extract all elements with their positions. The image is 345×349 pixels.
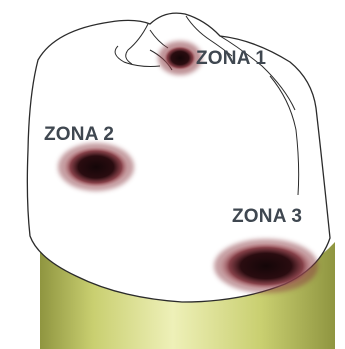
zone-1-label: ZONA 1	[196, 48, 266, 69]
lesion-zone-3	[214, 239, 318, 293]
zone-3-label: ZONA 3	[232, 206, 302, 227]
zone-2-label: ZONA 2	[44, 124, 114, 145]
lesion-zone-2	[58, 143, 134, 191]
